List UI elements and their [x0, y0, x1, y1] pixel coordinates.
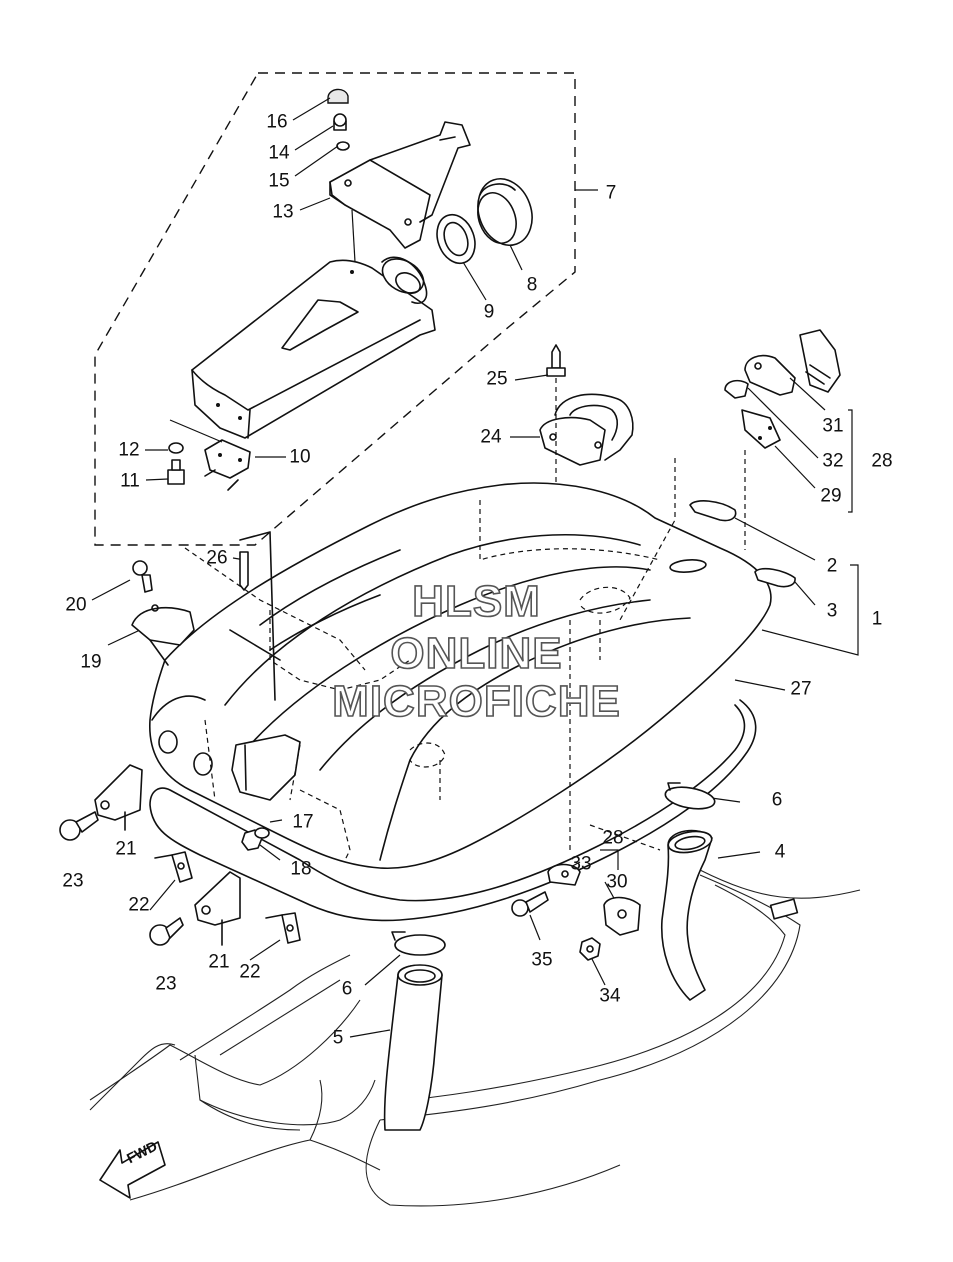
watermark-line-1: HLSM	[411, 577, 541, 626]
callout-16: 16	[266, 111, 288, 133]
hidden-line-a	[184, 547, 366, 671]
hardware-16-14-15	[327, 88, 350, 151]
callout-23-right: 23	[155, 973, 177, 995]
hidden-line-e	[589, 824, 661, 851]
hood-left-features	[151, 695, 301, 801]
callout-9: 9	[483, 301, 495, 323]
pad-22a	[154, 851, 193, 883]
callout-2: 2	[826, 555, 838, 577]
rivet-25	[546, 344, 566, 498]
callout-19: 19	[80, 651, 102, 673]
hull-outline	[89, 869, 861, 1207]
callout-14: 14	[268, 142, 290, 164]
callout-13: 13	[272, 201, 294, 223]
cover-30	[603, 896, 641, 936]
callout-7: 7	[605, 182, 617, 204]
callout-32: 32	[822, 450, 844, 472]
leader-lines	[91, 97, 786, 1038]
callout-21-right: 21	[208, 951, 230, 973]
bolt-11	[167, 459, 185, 485]
callout-29: 29	[820, 485, 842, 507]
clamp-6b	[391, 931, 446, 956]
bracket-13	[329, 121, 471, 263]
callout-3: 3	[826, 600, 838, 622]
callout-6-right: 6	[771, 789, 783, 811]
nut-17-18	[241, 827, 270, 851]
fwd-arrow-icon	[99, 1141, 166, 1199]
callout-34: 34	[599, 985, 621, 1007]
watermark-line-2: ONLINE	[390, 629, 563, 678]
hidden-line-b	[619, 458, 676, 621]
callout-33: 33	[570, 853, 592, 875]
screw-20	[132, 560, 153, 593]
bolt-23b	[149, 917, 184, 946]
callout-24: 24	[480, 426, 502, 448]
callout-21-left: 21	[115, 838, 137, 860]
callout-11: 11	[120, 470, 140, 492]
callout-18: 18	[290, 858, 312, 880]
callout-30: 30	[606, 871, 628, 893]
pads-2-3	[689, 500, 859, 656]
bracket-19	[131, 604, 195, 666]
callout-35: 35	[531, 949, 553, 971]
watermark-line-3: MICROFICHE	[331, 677, 621, 726]
clamp-24	[539, 393, 634, 466]
screw-26	[239, 531, 276, 701]
callout-28-top: 28	[871, 450, 893, 472]
gasket-27	[149, 699, 757, 922]
callout-31: 31	[822, 415, 844, 437]
callout-8: 8	[526, 274, 538, 296]
callout-1: 1	[871, 608, 883, 630]
bracket-21a	[94, 764, 143, 831]
callout-5: 5	[332, 1027, 344, 1049]
hose-5	[383, 964, 443, 1131]
bolt-23a	[59, 811, 99, 841]
callout-22-right: 22	[239, 961, 261, 983]
callout-28-bottom: 28	[602, 827, 624, 849]
clamp-10	[169, 419, 251, 491]
washer-12	[168, 442, 184, 454]
nut-34	[579, 937, 601, 961]
rings-8-9	[436, 178, 533, 265]
hood-main	[149, 482, 772, 870]
callout-20: 20	[65, 594, 87, 616]
callout-26: 26	[206, 547, 228, 569]
assembly-boundary	[94, 72, 576, 546]
pad-22b	[265, 912, 301, 944]
air-box-cover	[191, 256, 436, 439]
callout-12: 12	[118, 439, 140, 461]
callout-23-left: 23	[62, 870, 84, 892]
callout-15: 15	[268, 170, 290, 192]
callout-25: 25	[486, 368, 508, 390]
mount-28-group	[724, 329, 853, 513]
callout-6-left: 6	[341, 978, 353, 1000]
callout-27: 27	[790, 678, 812, 700]
callout-17: 17	[292, 811, 314, 833]
callout-4: 4	[774, 841, 786, 863]
bolt-35	[511, 891, 549, 917]
bracket-21b	[194, 871, 241, 946]
callout-22-left: 22	[128, 894, 150, 916]
clamp-6a	[664, 782, 716, 810]
callout-10: 10	[289, 446, 311, 468]
gasket-33	[547, 863, 581, 886]
hose-4	[660, 829, 713, 1001]
